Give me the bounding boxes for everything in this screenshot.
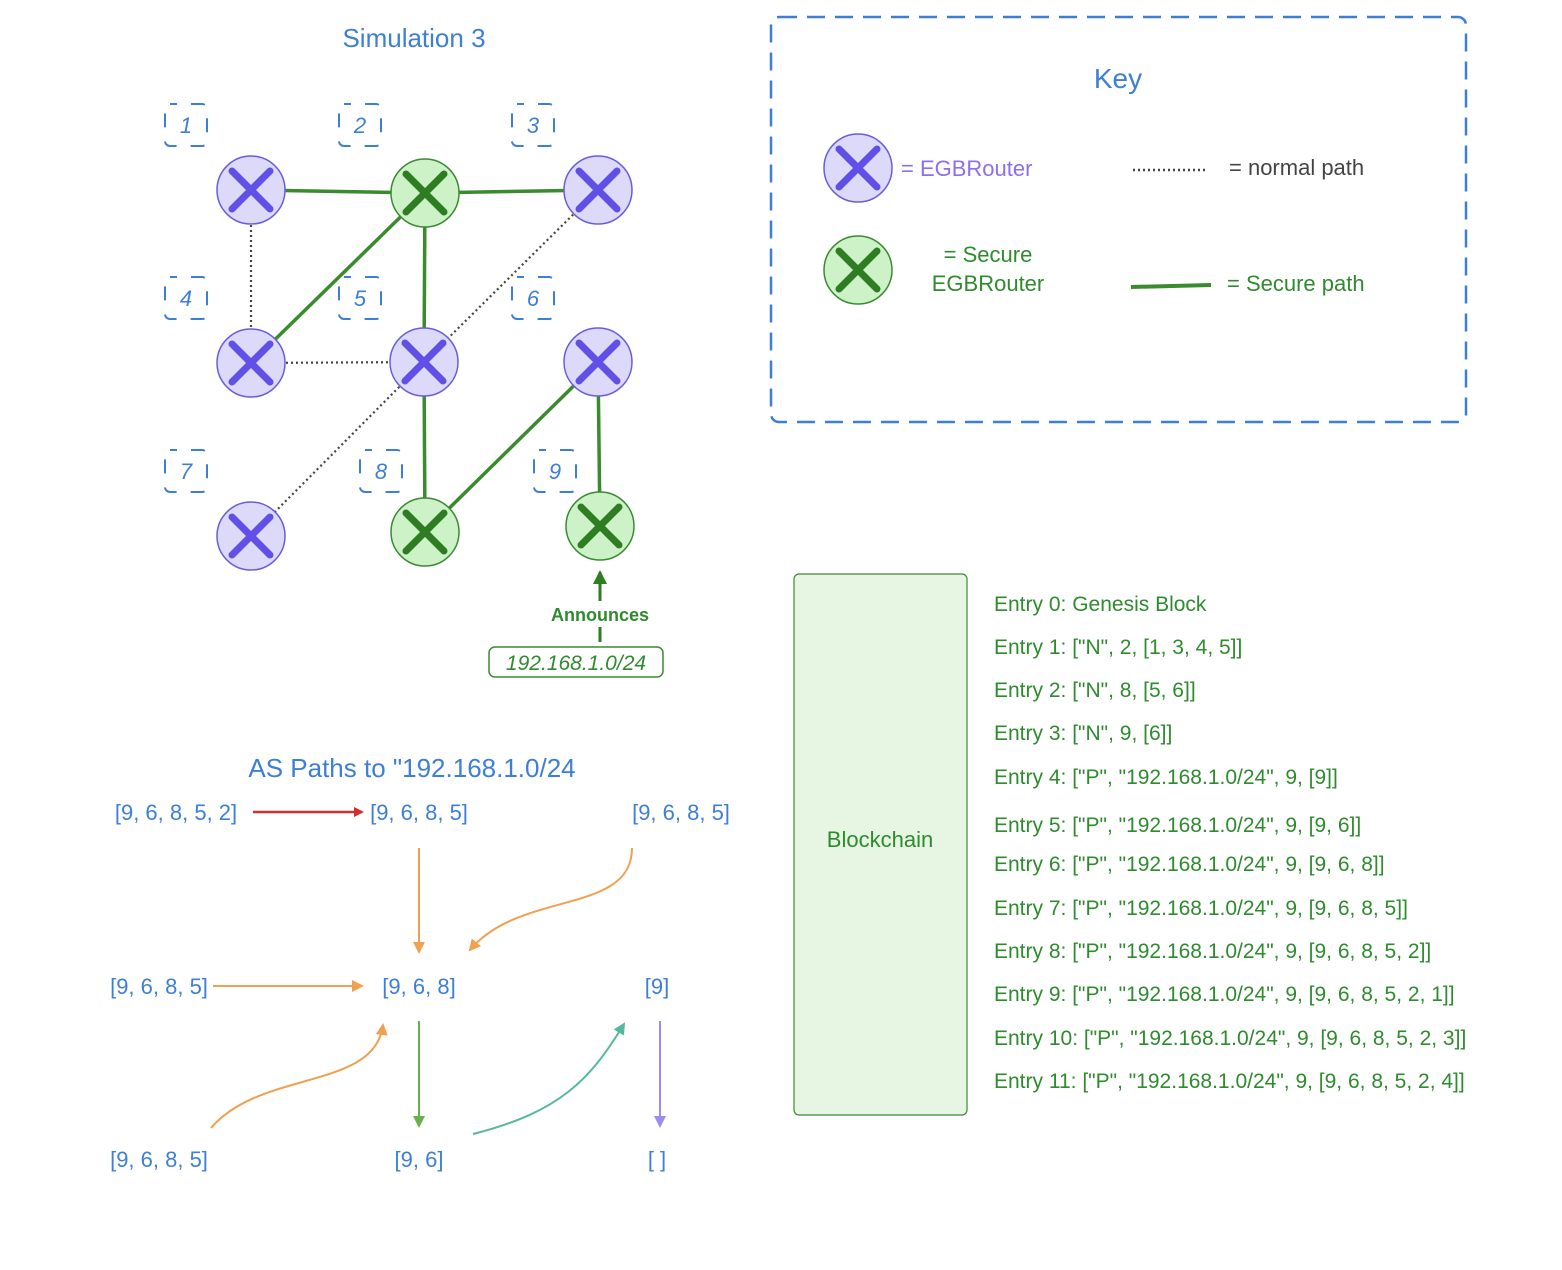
secure-egb-router-2 [390,158,460,228]
node-id-label-6: 6 [511,276,555,320]
as-path-r1-mid: [9, 6, 8, 5] [370,800,468,825]
key-secure-path-label: = Secure path [1227,271,1365,296]
node-id-label-8: 8 [359,449,403,493]
blockchain-entry: Entry 6: ["P", "192.168.1.0/24", 9, [9, … [994,853,1385,876]
as-path-r3-left: [9, 6, 8, 5] [110,1147,208,1172]
blockchain-label: Blockchain [827,827,933,852]
key-secure-icon [823,235,893,305]
edge-8-6 [423,360,600,534]
egb-router-4 [216,328,286,398]
blockchain-entry: Entry 5: ["P", "192.168.1.0/24", 9, [9, … [994,814,1361,837]
edge-5-7 [250,361,425,537]
svg-text:2: 2 [353,113,366,138]
key-secure-path-line [1130,283,1212,289]
secure-egb-router-9 [565,491,635,561]
prefix-text: 192.168.1.0/24 [506,652,646,675]
key-title: Key [1094,63,1142,94]
blockchain-entry: Entry 7: ["P", "192.168.1.0/24", 9, [9, … [994,897,1408,920]
secure-egb-router-8 [390,497,460,567]
blockchain-entry: Entry 10: ["P", "192.168.1.0/24", 9, [9,… [994,1027,1466,1050]
blockchain-entry: Entry 8: ["P", "192.168.1.0/24", 9, [9, … [994,940,1431,963]
edge-3-5 [423,189,599,363]
blockchain-entry: Entry 11: ["P", "192.168.1.0/24", 9, [9,… [994,1070,1465,1093]
svg-text:3: 3 [527,113,540,138]
egb-router-6 [563,327,633,397]
svg-text:9: 9 [549,459,561,484]
node-id-label-3: 3 [511,103,555,147]
svg-text:7: 7 [180,459,193,484]
egb-router-7 [216,501,286,571]
blockchain-entry: Entry 9: ["P", "192.168.1.0/24", 9, [9, … [994,983,1455,1006]
key-secure-label-line1: = Secure [944,242,1033,267]
blockchain-entry: Entry 0: Genesis Block [994,593,1207,616]
simulation-title: Simulation 3 [342,23,485,53]
network-nodes [216,155,635,571]
node-id-label-2: 2 [338,103,382,147]
as-path-r2-mid: [9, 6, 8] [382,974,455,999]
as-paths-section: AS Paths to "192.168.1.0/24 [9, 6, 8, 5,… [110,753,730,1172]
arrow-orange-right-curve [468,847,633,952]
as-path-r3-mid: [9, 6] [395,1147,444,1172]
key-normal-path-label: = normal path [1229,155,1364,180]
as-path-r3-right: [ ] [648,1147,666,1172]
blockchain-entry: Entry 4: ["P", "192.168.1.0/24", 9, [9]] [994,766,1338,789]
as-path-r1-left: [9, 6, 8, 5, 2] [115,800,237,825]
edge-4-5 [250,360,425,365]
svg-text:1: 1 [180,113,192,138]
announce-label-bg [540,601,660,627]
node-id-label-4: 4 [164,276,208,320]
key-secure-label-line2: EGBRouter [932,271,1045,296]
as-path-r1-right: [9, 6, 8, 5] [632,800,730,825]
key-egb-icon [823,133,893,203]
node-id-label-5: 5 [338,276,382,320]
blockchain-entry: Entry 1: ["N", 2, [1, 3, 4, 5]] [994,636,1242,659]
announce-group: Announces 192.168.1.0/24 [488,570,664,678]
edge-2-4 [249,191,427,365]
node-id-label-1: 1 [164,103,208,147]
as-path-r2-right: [9] [645,974,669,999]
key-border [769,15,1468,424]
arrow-teal-curve [472,1022,626,1135]
node-id-label-7: 7 [164,449,208,493]
blockchain-entry: Entry 3: ["N", 9, [6]] [994,722,1172,745]
svg-text:4: 4 [180,286,192,311]
egb-router-3 [563,155,633,225]
as-path-r2-left: [9, 6, 8, 5] [110,974,208,999]
blockchain-entry: Entry 2: ["N", 8, [5, 6]] [994,679,1196,702]
key-egb-label: = EGBRouter [901,156,1032,181]
node-labels: 1 2 3 4 5 6 7 8 9 [164,103,577,493]
announce-label: Announces [551,605,649,625]
key-legend: Key = EGBRouter = normal path = Secure E… [769,15,1468,424]
node-id-label-9: 9 [533,449,577,493]
egb-router-5 [389,327,459,397]
svg-text:5: 5 [354,286,367,311]
svg-text:6: 6 [527,286,540,311]
svg-text:8: 8 [375,459,388,484]
blockchain-box [793,573,968,1116]
prefix-box [488,646,664,678]
as-paths-title: AS Paths to "192.168.1.0/24 [248,753,575,783]
arrow-orange-bottom-curve [210,1023,388,1129]
egb-router-1 [216,155,286,225]
